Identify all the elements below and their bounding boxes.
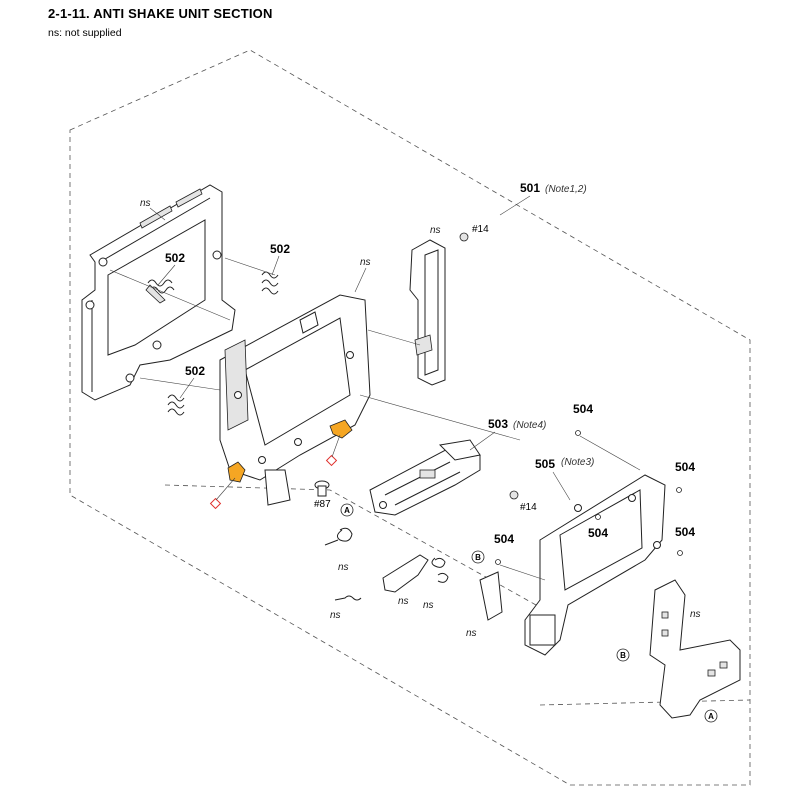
part-number-501: 501	[520, 181, 540, 195]
ns-label-upper-bracket: ns	[430, 225, 441, 236]
upper-bracket	[409, 239, 446, 386]
ns-label-coil-spring: ns	[423, 600, 434, 611]
leader-line	[552, 471, 571, 501]
leader-line	[354, 267, 367, 293]
actuator-503	[369, 439, 481, 516]
callout-b-mid: B	[471, 550, 485, 564]
part-504-dot	[676, 487, 682, 493]
callout-a-bottom: A	[704, 709, 718, 723]
leader-line	[469, 431, 496, 451]
assembly-axis-lines	[359, 329, 521, 441]
part-number-503: 503	[488, 417, 508, 431]
lower-right-bracket	[649, 579, 741, 719]
screw-number-14: #14	[472, 224, 489, 235]
ns-legend: ns: not supplied	[48, 27, 122, 39]
assembly-axis-lines	[499, 435, 641, 581]
leader-line	[215, 434, 341, 501]
part-504-dot	[495, 559, 501, 565]
ns-label-lower-bracket: ns	[690, 609, 701, 620]
ns-label-small-spring: ns	[330, 610, 341, 621]
ns-label-center-frame: ns	[360, 257, 371, 268]
marker-diamond	[325, 454, 338, 467]
callout-b-right: B	[616, 648, 630, 662]
svg-text:B: B	[620, 651, 626, 660]
spring-502-a	[145, 279, 175, 304]
ns-label-torsion-spring: ns	[338, 562, 349, 573]
assembly-axis-lines	[109, 257, 276, 391]
callout-a-top: A	[340, 503, 354, 517]
part-number-505: 505	[535, 457, 555, 471]
assembly-boundary-inner	[164, 484, 751, 706]
highlighted-contact-left	[227, 461, 246, 483]
part-number-504: 504	[588, 526, 608, 540]
ns-label-clip: ns	[398, 596, 409, 607]
small-spring	[334, 595, 362, 601]
clip-part	[382, 554, 429, 593]
note-503: (Note4)	[513, 420, 546, 431]
part-504-dot	[677, 550, 683, 556]
leader-line	[499, 195, 531, 216]
torsion-spring	[324, 527, 353, 546]
screw-number-14: #14	[520, 502, 537, 513]
part-number-504: 504	[675, 525, 695, 539]
part-number-504: 504	[573, 402, 593, 416]
left-outer-frame	[81, 184, 236, 401]
frame-505	[524, 474, 666, 656]
note-505: (Note3)	[561, 457, 594, 468]
leader-line	[149, 207, 166, 221]
leader-line	[157, 255, 280, 399]
svg-text:B: B	[475, 553, 481, 562]
spring-502-c	[167, 394, 185, 416]
part-504-dot	[575, 430, 581, 436]
screw-14-top	[459, 232, 469, 242]
highlighted-contact-right	[329, 419, 353, 439]
svg-text:A: A	[708, 712, 714, 721]
marker-diamond	[209, 497, 222, 510]
slider-part	[479, 571, 503, 621]
coil-spring	[431, 557, 449, 583]
part-number-502: 502	[270, 242, 290, 256]
section-title: 2-1-11. ANTI SHAKE UNIT SECTION	[48, 6, 273, 21]
spring-502-b	[261, 271, 279, 295]
part-number-504: 504	[675, 460, 695, 474]
part-504-dot	[595, 514, 601, 520]
part-number-502: 502	[185, 364, 205, 378]
part-number-502: 502	[165, 251, 185, 265]
svg-text:A: A	[344, 506, 350, 515]
ns-label-slider: ns	[466, 628, 477, 639]
ns-label-left-frame: ns	[140, 198, 151, 209]
assembly-boundary	[69, 49, 751, 786]
part-number-504: 504	[494, 532, 514, 546]
screw-87	[314, 480, 330, 497]
screw-14-mid	[509, 490, 519, 500]
screw-number-87: #87	[314, 499, 331, 510]
note-501: (Note1,2)	[545, 184, 587, 195]
